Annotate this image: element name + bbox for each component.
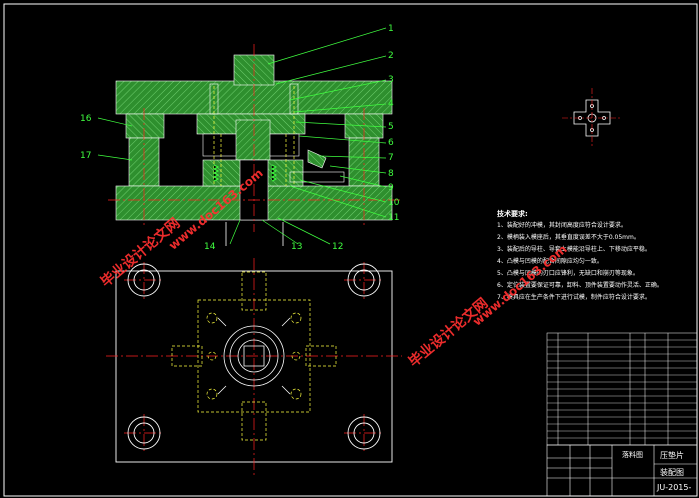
part-number-5: 5 <box>388 122 394 132</box>
part-number-3: 3 <box>388 75 394 85</box>
part-number-1: 1 <box>388 24 394 34</box>
part-number-6: 6 <box>388 138 394 148</box>
section-view <box>108 44 400 246</box>
part-number-4: 4 <box>388 99 394 109</box>
tech-item: 2、模柄装入模座后，其垂直度误差不大于0.05mm。 <box>497 234 640 241</box>
tech-item: 5、凸模与凹模的刃口应锋利，无缺口和崩刃等现象。 <box>497 270 639 277</box>
part-number-2: 2 <box>388 51 394 61</box>
technical-requirements: 技术要求: 1、装配好的冲模，其封闭高度应符合设计要求。 2、模柄装入模座后，其… <box>497 208 697 304</box>
part-number-14: 14 <box>204 242 216 252</box>
plan-view <box>106 258 402 476</box>
stop-pin <box>307 149 327 169</box>
title-block <box>546 444 698 497</box>
guide-bush-left <box>125 113 165 139</box>
part-number-17: 17 <box>80 151 91 161</box>
part-number-12: 12 <box>332 242 343 252</box>
part-number-8: 8 <box>388 169 394 179</box>
title-drawing-number: JU-2015- <box>657 483 692 492</box>
tech-item: 7、模具应在生产条件下进行试模，制件应符合设计要求。 <box>497 294 651 301</box>
title-drawing-type: 装配图 <box>660 468 684 477</box>
drawing-frame <box>3 3 698 497</box>
part-number-7: 7 <box>388 153 394 163</box>
part-number-16: 16 <box>80 114 92 124</box>
guide-hole-bl <box>127 416 161 450</box>
guide-hole-tl <box>127 263 161 297</box>
guide-hole-tr <box>347 263 381 297</box>
leader-lines <box>97 27 387 245</box>
punch <box>235 119 271 161</box>
part-number-13: 13 <box>291 242 302 252</box>
tech-title: 技术要求: <box>497 210 528 218</box>
part-number-10: 10 <box>388 198 400 208</box>
title-part-name: 压垫片 <box>660 451 684 460</box>
title-label-assembly: 落料图 <box>622 451 643 459</box>
part-number-9: 9 <box>388 183 394 193</box>
tech-item: 6、定位装置要保证可靠，卸料、顶件装置要动作灵活、正确。 <box>497 282 663 289</box>
part-number-11: 11 <box>388 213 399 223</box>
tech-item: 4、凸模与凹模的配合间隙应均匀一致。 <box>497 258 603 265</box>
die-ring-outer <box>223 325 285 387</box>
guide-hole-br <box>347 416 381 450</box>
parts-list <box>546 332 698 446</box>
tech-item: 3、装配后的导柱、导套上模能沿导柱上、下移动应平稳。 <box>497 246 651 253</box>
tech-item: 1、装配好的冲模，其封闭高度应符合设计要求。 <box>497 222 627 229</box>
